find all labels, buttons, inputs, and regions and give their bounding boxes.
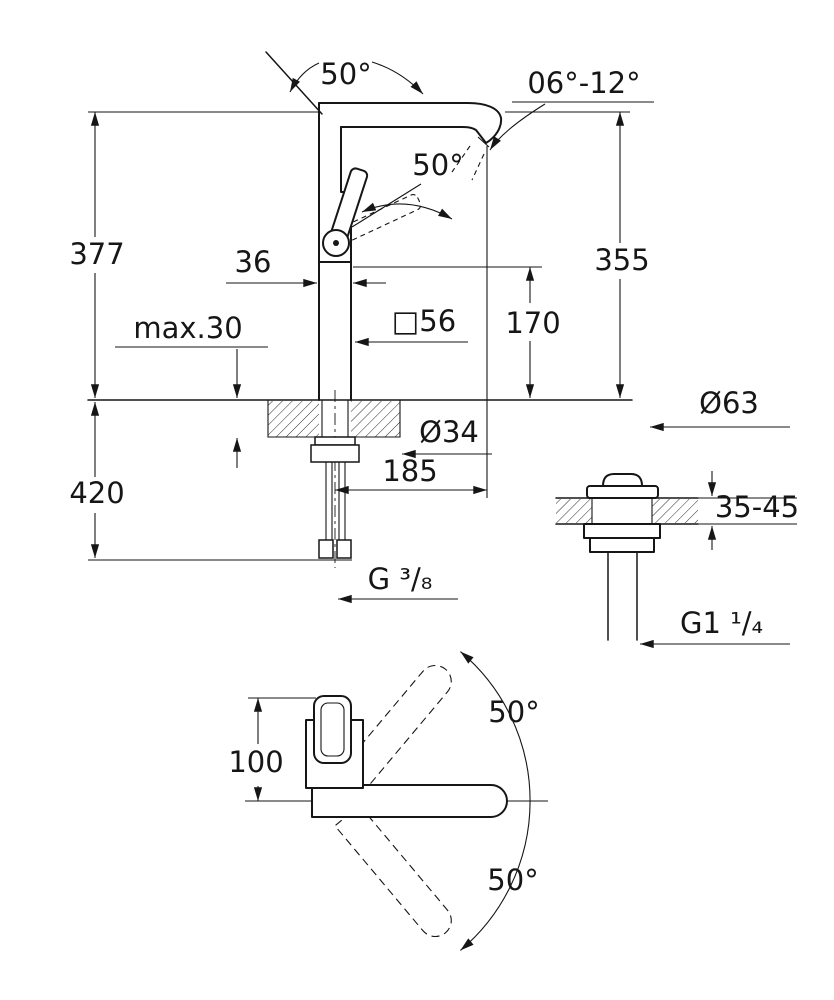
arc-handle-50 [361,202,453,220]
label-handle-offset: 100 [228,745,283,779]
drain-dimension-lines [640,422,797,649]
label-flange-diameter: Ø63 [699,386,759,420]
drain-deck-hatch-right [652,499,698,523]
plan-view: 100 50° 50° [228,651,548,951]
arc-50-top-right [371,61,424,95]
label-body-width: 36 [235,245,272,279]
plan-spout [311,784,508,818]
plan-dimension-lines [248,697,316,801]
label-below-deck-depth: 420 [69,476,124,510]
deck-hatch-right [351,401,400,437]
mounting-nut [310,444,360,463]
ext-lines-3545 [698,497,797,525]
label-supply-connection: G ³/₈ [368,562,433,596]
phantom-spout-down-outline [334,804,452,937]
label-hole-diameter: Ø34 [419,415,479,449]
swivel-arc [460,651,531,951]
label-waste-thread: G1 ¹/₄ [680,606,763,640]
label-body-section: □56 [392,304,456,338]
drain-body [589,537,655,553]
spray-angle-dashes [451,145,485,181]
plan-spout-phantom-up [334,665,452,798]
drain-body-walls [591,498,653,524]
drain-locknut [583,523,661,539]
deck-hatch-left [268,401,319,437]
drain-detail: Ø63 35-45 G1 ¹/₄ [555,386,799,649]
supply-hoses [325,462,346,540]
leader-0612-arrow [489,103,546,151]
label-handle-swing: 50° [412,148,463,182]
drain-deck-hatch-left [556,499,592,523]
spout-tip [461,102,503,144]
plan-spout-phantom-down [334,804,452,937]
label-spout-height: 355 [594,243,649,277]
drain-cap-flange [586,485,659,499]
arc-50-top-left [289,62,320,93]
drain-cap-dome [602,473,643,487]
aerator-face [477,136,490,148]
label-aerator-angle: 06°-12° [527,66,640,100]
undermount-hardware [310,390,360,568]
phantom-spout-up-outline [334,665,452,798]
front-dimension-lines [88,51,654,604]
plan-handle [313,695,352,764]
ball-joint-center [333,240,339,246]
washer [314,436,356,446]
label-swivel-up: 50° [488,695,539,729]
front-view: 50° 06°-12° 50° 377 36 355 max.30 □56 17… [69,51,654,604]
hose-connector-right [336,539,352,559]
label-spout-projection: 185 [382,454,437,488]
drain-outline [555,473,699,641]
deck-section [87,399,633,438]
label-spout-swivel: 50° [320,57,371,91]
hose-connector-left [318,539,334,559]
plan-handle-inner [320,702,345,757]
label-swivel-down: 50° [487,863,538,897]
deck-outline [267,400,401,438]
label-deck-range: 35-45 [715,490,799,524]
label-total-height: 377 [69,237,124,271]
spout-swivel-phantom-line [265,51,323,115]
label-outlet-height: 170 [505,306,560,340]
label-deck-thickness: max.30 [133,311,242,345]
drain-tailpipe [607,551,638,641]
body-right-edge [340,126,352,401]
faucet-outline [318,102,503,401]
